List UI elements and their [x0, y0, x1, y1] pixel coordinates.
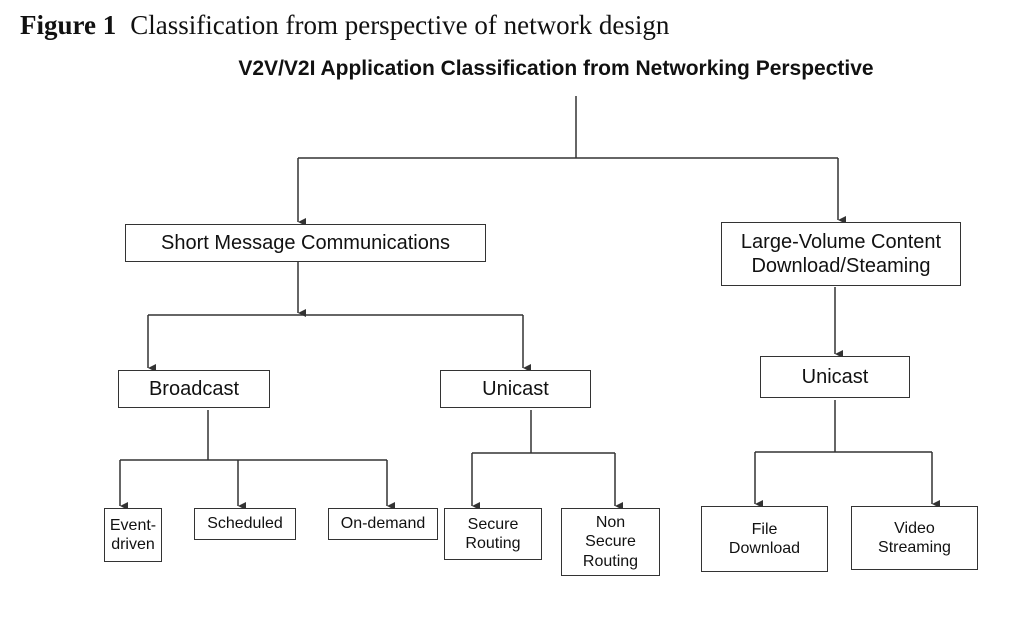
node-secure-routing: Secure Routing [444, 508, 542, 560]
node-video-streaming: Video Streaming [851, 506, 978, 570]
node-broadcast: Broadcast [118, 370, 270, 408]
figure-caption-text: Classification from perspective of netwo… [130, 10, 670, 40]
node-scheduled: Scheduled [194, 508, 296, 540]
node-short-message-communications: Short Message Communications [125, 224, 486, 262]
node-unicast-large: Unicast [760, 356, 910, 398]
node-unicast-short: Unicast [440, 370, 591, 408]
node-large-volume-content: Large-Volume Content Download/Steaming [721, 222, 961, 286]
node-file-download: File Download [701, 506, 828, 572]
diagram-title: V2V/V2I Application Classification from … [238, 57, 874, 80]
node-non-secure-routing: Non Secure Routing [561, 508, 660, 576]
figure-caption: Figure 1 Classification from perspective … [20, 10, 669, 41]
node-on-demand: On-demand [328, 508, 438, 540]
node-event-driven: Event- driven [104, 508, 162, 562]
figure-label: Figure 1 [20, 10, 117, 40]
